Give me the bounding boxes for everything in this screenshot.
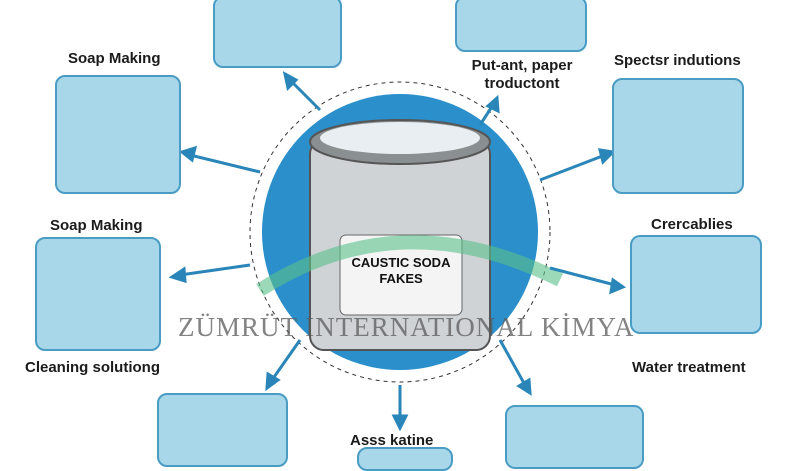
watermark-swoosh [256, 235, 564, 296]
panel-soap-making-1 [55, 75, 181, 194]
panel-top-left-center [213, 0, 342, 68]
label-cleaning-solution: Cleaning solutiong [25, 359, 160, 376]
arrows [168, 71, 627, 432]
panel-water-treatment [505, 405, 644, 469]
panel-asss-katine [357, 447, 453, 471]
watermark: ZÜMRÜT INTERNATIONAL KİMYA [178, 312, 635, 342]
label-bottom-center: Asss katine [350, 432, 434, 449]
label-spectsr-indutions: Spectsr indutions [614, 52, 741, 69]
diagram-graphics [168, 71, 627, 432]
panel-top-right-center [455, 0, 587, 52]
label-crercablies: Crercablies [651, 216, 733, 233]
panel-soap-making-2 [35, 237, 161, 351]
label-paper-production: Put-ant, paper troductont [471, 57, 573, 92]
panel-spectsr-indutions [612, 78, 744, 194]
drum-label: CAUSTIC SODA FAKES [343, 255, 459, 287]
label-soap-making-top: Soap Making [68, 50, 161, 67]
dashed-ring [249, 81, 551, 383]
panel-cleaning [157, 393, 288, 467]
label-water-treatment: Water treatment [632, 359, 746, 376]
drum-title: CAUSTIC SODA [351, 255, 451, 270]
drum-icon [309, 119, 491, 351]
panel-crercablies [630, 235, 762, 334]
drum-subtitle: FAKES [379, 271, 423, 286]
label-soap-making-mid: Soap Making [50, 217, 143, 234]
